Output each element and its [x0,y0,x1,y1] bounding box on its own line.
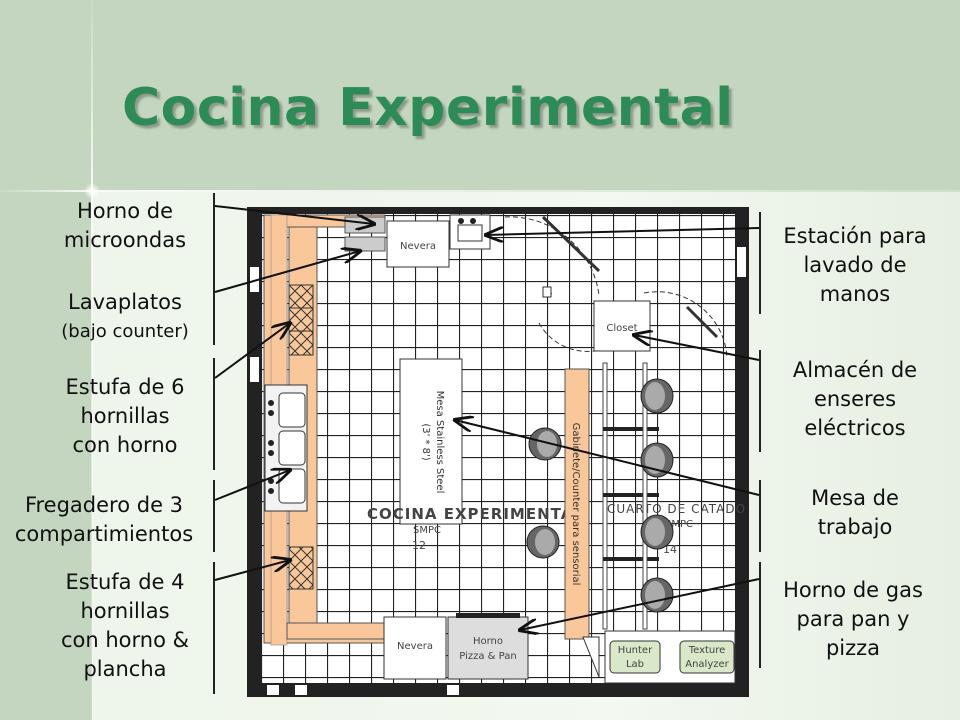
room-kitchen-code: SMPC [413,525,441,536]
sparkle-icon [84,183,100,199]
pizza-oven-label: Horno [473,636,503,647]
door-swing [643,291,728,358]
stool [526,525,560,559]
hunter-lab-label: Hunter [618,645,653,656]
label-microwave-line2: microondas [63,228,187,252]
header-background [0,0,960,192]
bracket-right-2 [759,350,761,452]
slide-title: Cocina Experimental [122,78,734,138]
stool [640,514,674,550]
label-stove-4-line3: con horno & [60,628,189,652]
label-stove-4-line4: plancha [83,657,167,681]
stool [640,577,674,613]
bracket-right-4 [759,562,761,668]
label-sink-3: Fregadero de 3 compartimientos [4,491,204,549]
label-handwash: Estación para lavado de manos [765,222,945,309]
label-storage-line2: enseres [813,387,897,411]
room-tasting-label: CUARTO DE CATADO [607,502,746,516]
label-stove-6-line1: Estufa de 6 [65,375,185,399]
room-kitchen-label: COCINA EXPERIMENTAL [367,505,584,523]
hunter-lab [609,640,661,674]
dishwasher [344,236,386,252]
texture-analyzer-label: Texture [688,645,726,656]
label-gas-oven-line3: pizza [825,636,881,660]
closet-label: Closet [606,323,637,334]
bracket-right-3 [759,480,761,552]
label-worktable: Mesa de trabajo [785,484,925,542]
label-gas-oven-line1: Horno de gas [783,578,923,602]
room-kitchen-number: 12 [412,539,426,552]
stool [528,427,562,461]
label-storage-line3: eléctricos [804,416,906,440]
bracket-right-1 [759,212,761,314]
stool [640,378,674,414]
bracket-left-2 [213,358,215,470]
wall-right [735,207,749,697]
floor-plan: Nevera Mesa Stainless Steel (3' * 8') CO… [247,207,749,697]
wall-top [247,207,749,214]
label-worktable-line1: Mesa de [811,486,899,510]
label-stove-6-line3: con horno [72,433,178,457]
microwave [344,216,386,234]
label-gas-oven-line2: para pan y [796,607,910,631]
label-gas-oven: Horno de gas para pan y pizza [768,576,938,663]
stool [640,442,674,478]
left-band-background [0,192,92,720]
label-storage: Almacén de enseres eléctricos [775,356,935,443]
sensory-cabinet-label: Gabinete/Counter para sensorial [570,423,581,586]
label-stove-4: Estufa de 4 hornillas con horno & planch… [35,568,215,684]
steel-table-label: Mesa Stainless Steel [434,391,445,494]
stove-6-burner [288,284,314,356]
label-dishwasher: Lavaplatos (bajo counter) [45,288,205,346]
decorative-horizontal-line [0,190,960,192]
label-stove-4-line1: Estufa de 4 [65,570,185,594]
label-microwave: Horno de microondas [55,197,195,255]
pizza-oven [447,616,529,680]
room-tasting-code: SMPC [665,519,693,530]
pizza-oven-label-2: Pizza & Pan [459,651,516,662]
label-microwave-line1: Horno de [77,199,173,223]
label-worktable-line2: trabajo [817,515,893,539]
wall-bottom [247,683,749,697]
label-stove-6: Estufa de 6 hornillas con horno [45,373,205,460]
bracket-left-1 [213,193,215,345]
label-sink-3-line1: Fregadero de 3 [24,493,184,517]
label-dishwasher-sub: (bajo counter) [61,321,189,342]
stove-4-burner [288,546,314,590]
label-stove-4-line2: hornillas [80,599,170,623]
label-sink-3-line2: compartimientos [14,522,194,546]
texture-analyzer-label-2: Analyzer [685,659,729,670]
label-dishwasher-line1: Lavaplatos [68,290,182,314]
bracket-left-4 [213,562,215,694]
fridge-top [386,220,450,268]
bracket-left-3 [213,480,215,552]
fridge-top-label: Nevera [400,241,436,252]
label-handwash-line2: lavado de [803,253,907,277]
steel-table-dims: (3' * 8') [420,423,431,460]
label-storage-line1: Almacén de [792,358,918,382]
door-swing [504,216,600,296]
hunter-lab-label-2: Lab [626,659,644,670]
label-handwash-line1: Estación para [783,224,927,248]
decorative-vertical-line [91,0,93,720]
texture-analyzer [679,640,735,674]
door-swing [538,322,595,352]
fridge-bottom [383,616,447,680]
label-stove-6-line2: hornillas [80,404,170,428]
fridge-bottom-label: Nevera [397,641,433,652]
label-handwash-line3: manos [819,282,891,306]
